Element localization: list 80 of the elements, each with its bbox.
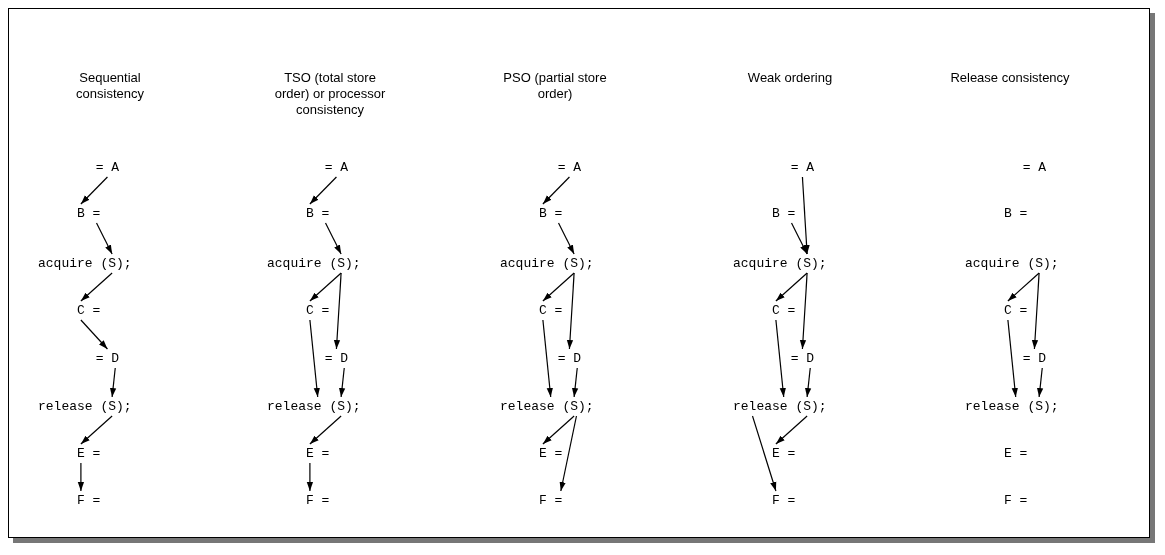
arrow (799, 272, 808, 350)
code-statement: E = (772, 446, 796, 461)
code-statement: release (S); (267, 399, 361, 414)
code-statement: release (S); (733, 399, 827, 414)
code-statement: B = (306, 206, 330, 221)
arrow (1036, 367, 1044, 398)
arrow (309, 272, 342, 302)
arrow (775, 415, 808, 445)
arrow (95, 222, 113, 255)
code-statement: F = (306, 493, 330, 508)
code-statement: = A (790, 160, 815, 175)
code-statement: B = (772, 206, 796, 221)
code-statement: F = (772, 493, 796, 508)
arrow (751, 415, 777, 492)
column-heading: Sequential consistency (75, 70, 145, 102)
arrow (109, 367, 117, 398)
arrow (80, 176, 109, 205)
code-statement: E = (77, 446, 101, 461)
code-statement: release (S); (965, 399, 1059, 414)
column-heading: Weak ordering (746, 70, 834, 86)
arrow (338, 367, 346, 398)
arrow (775, 272, 808, 302)
column-heading: Release consistency (950, 70, 1070, 86)
arrow (557, 222, 575, 255)
code-statement: acquire (S); (965, 256, 1059, 271)
code-statement: F = (77, 493, 101, 508)
arrow (1007, 319, 1018, 398)
arrow (1031, 272, 1040, 350)
arrow (309, 176, 338, 205)
code-statement: = A (324, 160, 349, 175)
arrow (542, 415, 575, 445)
code-statement: = D (1022, 351, 1047, 366)
code-statement: = A (1022, 160, 1047, 175)
code-statement: C = (539, 303, 563, 318)
code-statement: = A (95, 160, 120, 175)
code-statement: release (S); (500, 399, 594, 414)
arrow (559, 415, 578, 492)
code-statement: E = (306, 446, 330, 461)
code-statement: = D (95, 351, 120, 366)
code-statement: B = (1004, 206, 1028, 221)
code-statement: F = (1004, 493, 1028, 508)
arrow (333, 272, 342, 350)
code-statement: C = (1004, 303, 1028, 318)
arrow (80, 319, 109, 350)
code-statement: = A (557, 160, 582, 175)
arrow (542, 319, 553, 398)
arrow (309, 415, 342, 445)
arrow (306, 462, 314, 492)
arrow (790, 222, 808, 255)
code-statement: E = (539, 446, 563, 461)
column-heading: TSO (total store order) or processor consistency (273, 70, 387, 118)
code-statement: = D (557, 351, 582, 366)
arrow (309, 319, 320, 398)
arrow (571, 367, 579, 398)
arrow (542, 176, 571, 205)
code-statement: release (S); (38, 399, 132, 414)
arrow (324, 222, 342, 255)
code-statement: B = (539, 206, 563, 221)
code-statement: = D (324, 351, 349, 366)
code-statement: F = (539, 493, 563, 508)
code-statement: acquire (S); (733, 256, 827, 271)
code-statement: acquire (S); (267, 256, 361, 271)
code-statement: acquire (S); (500, 256, 594, 271)
arrow (542, 272, 575, 302)
arrow (801, 176, 810, 255)
code-statement: C = (77, 303, 101, 318)
arrow (80, 415, 113, 445)
code-statement: B = (77, 206, 101, 221)
arrow (566, 272, 575, 350)
code-statement: acquire (S); (38, 256, 132, 271)
arrow (1007, 272, 1040, 302)
column-heading: PSO (partial store order) (502, 70, 608, 102)
arrow (804, 367, 812, 398)
arrow (775, 319, 786, 398)
code-statement: E = (1004, 446, 1028, 461)
arrow (77, 462, 85, 492)
arrow (80, 272, 113, 302)
code-statement: = D (790, 351, 815, 366)
code-statement: C = (306, 303, 330, 318)
code-statement: C = (772, 303, 796, 318)
